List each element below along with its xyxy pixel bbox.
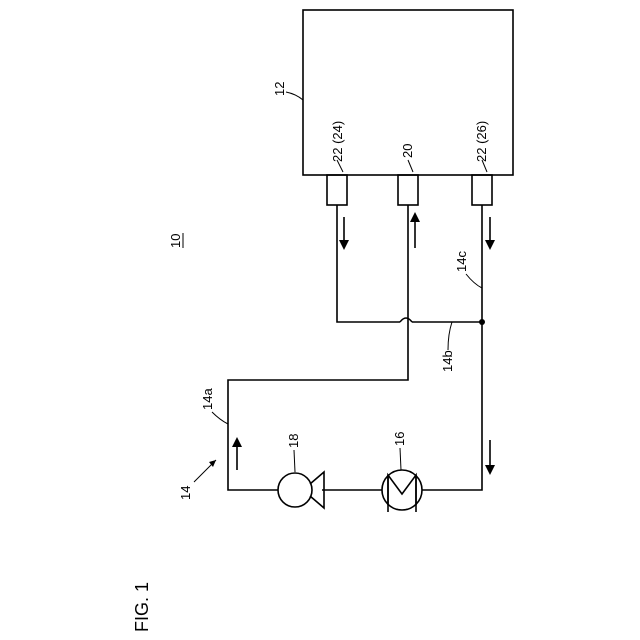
port-center-leader	[408, 160, 413, 172]
circuit-label: 14	[178, 486, 193, 500]
path-14c-label: 14c	[454, 251, 469, 272]
heat-exchanger-leader	[400, 448, 401, 470]
path-14b-leader	[448, 322, 452, 350]
port-left-label: 22 (24)	[330, 121, 345, 162]
device-label: 12	[272, 82, 287, 96]
arrow-supply-up	[232, 437, 242, 470]
system-label: 10	[168, 234, 183, 248]
port-right-label: 22 (26)	[474, 121, 489, 162]
pump-symbol	[278, 472, 324, 508]
pump-label: 18	[286, 434, 301, 448]
device-leader	[286, 92, 303, 100]
figure-caption: FIG. 1	[132, 582, 152, 632]
left-return-line	[337, 205, 400, 322]
arrow-left-port-down	[339, 217, 349, 250]
heat-exchanger-label: 16	[392, 432, 407, 446]
junction-dot	[479, 319, 485, 325]
port-center	[398, 175, 418, 205]
port-left	[327, 175, 347, 205]
port-right	[472, 175, 492, 205]
path-14c-leader	[466, 274, 482, 288]
arrow-center-port-up	[410, 212, 420, 248]
crossover-hop	[400, 318, 412, 322]
heat-exchanger-symbol	[382, 470, 422, 512]
path-14b-label: 14b	[440, 350, 455, 372]
arrow-return-down	[485, 440, 495, 475]
circuit-arrow	[194, 460, 216, 482]
path-14a-leader	[212, 412, 228, 424]
arrow-right-port-down	[485, 217, 495, 250]
pump-leader	[294, 450, 295, 472]
center-supply-line	[228, 205, 408, 490]
right-line-14c	[422, 205, 482, 490]
port-center-label: 20	[400, 144, 415, 158]
path-14a-label: 14a	[200, 388, 215, 410]
